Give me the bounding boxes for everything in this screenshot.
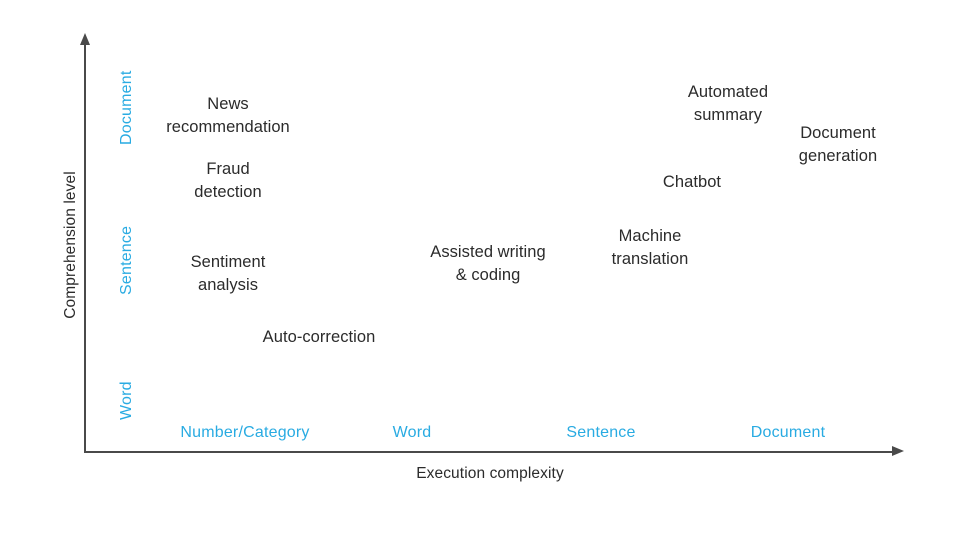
data-label-document-generation: Document generation (798, 124, 878, 166)
data-label-chatbot: Chatbot (662, 173, 722, 191)
data-label-machine-translation: Machine translation (611, 227, 689, 269)
data-label-fraud-detection: Fraud detection (194, 160, 262, 202)
x-axis-title: Execution complexity (416, 465, 564, 482)
y-axis-title: Comprehension level (62, 171, 79, 319)
x-tick-label-word: Word (392, 424, 432, 441)
data-label-news-recommendation: News recommendation (166, 95, 290, 137)
x-tick-label-number-category: Number/Category (180, 424, 310, 441)
x-tick-label-sentence: Sentence (566, 424, 636, 441)
x-axis-line (84, 451, 896, 453)
data-label-automated-summary: Automated summary (687, 83, 769, 125)
data-label-sentiment-analysis: Sentiment analysis (190, 253, 266, 295)
x-axis-arrow-icon (892, 446, 904, 456)
data-label-assisted-writing-coding: Assisted writing & coding (430, 243, 546, 285)
y-axis-line (84, 44, 86, 453)
data-label-auto-correction: Auto-correction (262, 328, 376, 346)
x-tick-label-document: Document (750, 424, 826, 441)
y-axis-arrow-icon (80, 33, 90, 45)
y-tick-label-word: Word (118, 381, 135, 420)
